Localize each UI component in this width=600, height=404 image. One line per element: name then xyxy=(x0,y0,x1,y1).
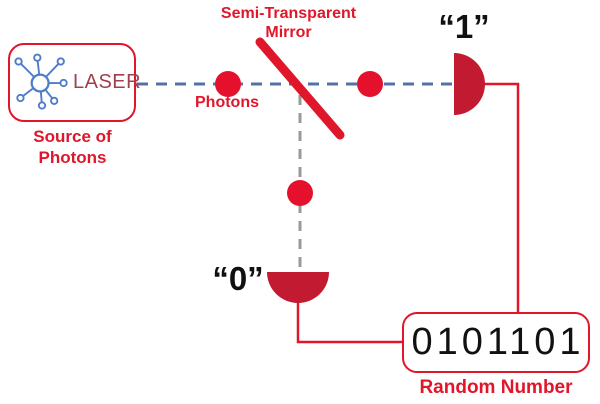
detector-zero-shape xyxy=(267,272,329,303)
semi-transparent-mirror-label: Semi-Transparent Mirror xyxy=(220,5,357,41)
source-of-photons-label: Source of Photons xyxy=(33,127,112,167)
photon-dot-right xyxy=(357,71,383,97)
binary-output-value: 0101101 xyxy=(411,321,585,363)
laser-label: LASER xyxy=(73,71,142,93)
wire-detector-zero xyxy=(296,300,402,344)
photon-dot-bottom xyxy=(287,180,313,206)
photon-dot-left xyxy=(215,71,241,97)
detector-one-shape xyxy=(454,53,485,115)
photons-label: Photons xyxy=(195,94,259,111)
detector-zero-label: “0” xyxy=(212,260,264,297)
random-number-label: Random Number xyxy=(419,377,573,398)
wire-detector-one xyxy=(484,82,520,312)
detector-one-label: “1” xyxy=(438,8,490,45)
semi-transparent-mirror-shape xyxy=(255,37,345,140)
random-number-box: 0101101 xyxy=(402,312,590,373)
laser-source-box: LASER xyxy=(8,43,141,122)
photon-burst-icon xyxy=(14,53,68,110)
